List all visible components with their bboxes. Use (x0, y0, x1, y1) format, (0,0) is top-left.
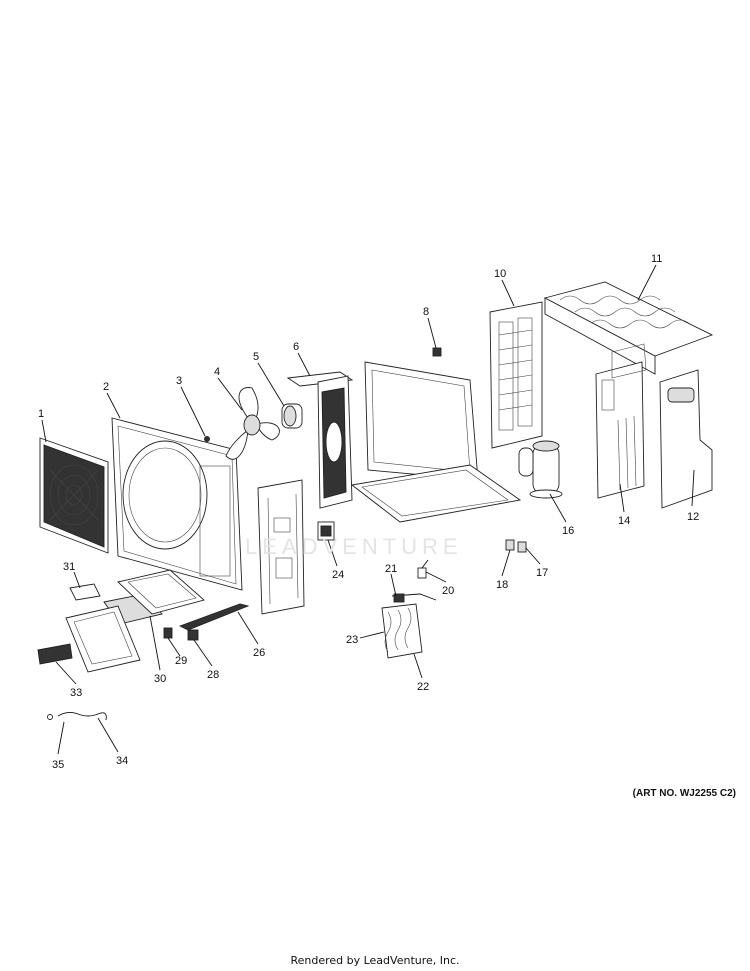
part-12-right-panel[interactable] (659, 369, 713, 509)
part-22-heater-coil[interactable] (381, 603, 423, 659)
part-8-clip[interactable] (432, 347, 442, 357)
callout-4: 4 (214, 366, 220, 378)
part-31-small-board[interactable] (69, 583, 101, 601)
callout-18: 18 (496, 579, 508, 591)
callout-28: 28 (207, 669, 219, 681)
part-16-compressor[interactable] (518, 440, 563, 499)
callout-labels: 1 2 3 4 5 6 8 10 11 12 14 16 17 18 20 21… (38, 253, 699, 771)
part-34-wire[interactable] (57, 711, 107, 721)
callout-10: 10 (494, 268, 506, 280)
callout-23: 23 (346, 634, 358, 646)
part-2-front-panel[interactable] (111, 417, 243, 591)
part-14-rear-grille[interactable] (595, 343, 647, 499)
callout-1: 1 (38, 408, 44, 420)
part-5-fan-motor[interactable] (281, 403, 303, 429)
part-24-reactor[interactable] (317, 521, 335, 541)
callout-12: 12 (687, 511, 699, 523)
callout-31: 31 (63, 561, 75, 573)
part-3-nut[interactable] (204, 436, 210, 442)
control-panel-frame (257, 479, 305, 615)
part-28-connector[interactable] (187, 629, 199, 641)
callout-29: 29 (175, 655, 187, 667)
callout-6: 6 (293, 341, 299, 353)
art-number: (ART NO. WJ2255 C2) (632, 788, 736, 799)
callout-20: 20 (442, 585, 454, 597)
part-21-tube[interactable] (391, 593, 437, 603)
base-tray (65, 569, 205, 673)
callout-22: 22 (417, 681, 429, 693)
callout-14: 14 (618, 515, 630, 527)
callout-24: 24 (332, 569, 344, 581)
callout-8: 8 (423, 306, 429, 318)
part-18-valve[interactable] (505, 539, 515, 551)
callout-35: 35 (52, 759, 64, 771)
callout-17: 17 (536, 567, 548, 579)
part-6-motor-bracket[interactable] (286, 371, 354, 509)
callout-26: 26 (253, 647, 265, 659)
watermark: LEADVENTURE (245, 534, 463, 559)
callout-11: 11 (651, 253, 662, 265)
callout-5: 5 (253, 351, 259, 363)
part-1-front-grille[interactable] (39, 437, 109, 554)
part-20-sensor[interactable] (417, 559, 429, 579)
part-29-connector[interactable] (163, 627, 173, 639)
part-26-wire-harness[interactable] (178, 603, 250, 631)
condenser-coil (350, 361, 522, 523)
part-11-top-cover[interactable] (543, 281, 714, 375)
callout-30: 30 (154, 673, 166, 685)
callout-21: 21 (385, 563, 397, 575)
callout-16: 16 (562, 525, 574, 537)
part-33-cover[interactable] (37, 643, 73, 665)
callout-33: 33 (70, 687, 82, 699)
part-17-valve[interactable] (517, 541, 527, 553)
callout-2: 2 (103, 381, 109, 393)
callout-3: 3 (176, 375, 182, 387)
footer-credit: Rendered by LeadVenture, Inc. (290, 954, 460, 967)
part-4-fan-blade[interactable] (225, 387, 280, 460)
callout-34: 34 (116, 755, 128, 767)
part-10-side-grille[interactable] (489, 301, 543, 449)
leader-lines (41, 264, 695, 755)
part-35-terminal[interactable] (47, 714, 53, 720)
